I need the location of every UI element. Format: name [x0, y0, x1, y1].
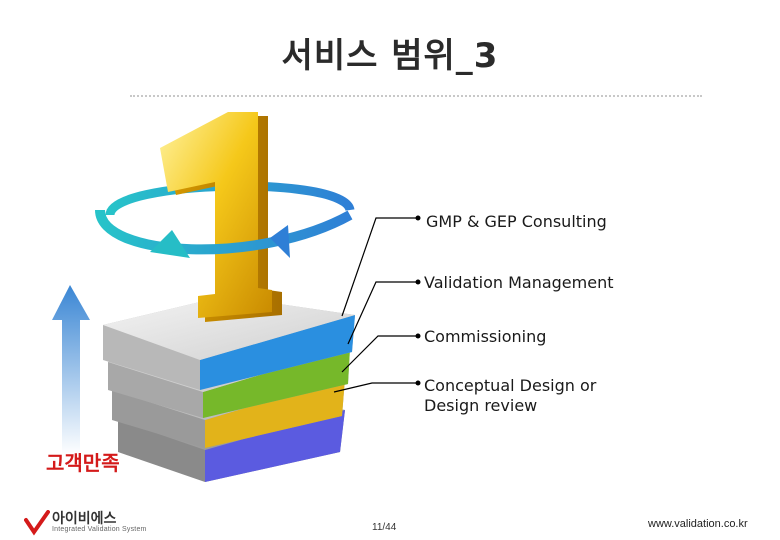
layer-label-design-line2: Design review	[424, 396, 596, 416]
layer-label-validation: Validation Management	[424, 273, 614, 293]
page-number: 11/44	[372, 522, 396, 533]
layer-label-commissioning: Commissioning	[424, 327, 546, 347]
logo-tagline: Integrated Validation System	[52, 526, 147, 533]
company-logo: 아이비에스 Integrated Validation System	[24, 508, 164, 536]
satisfaction-arrow-icon	[52, 285, 90, 455]
logo-name: 아이비에스	[52, 508, 116, 528]
website-link[interactable]: www.validation.co.kr	[648, 518, 748, 530]
checkmark-logo-icon	[24, 510, 50, 536]
layer-label-design: Conceptual Design or Design review	[424, 376, 596, 416]
layer-label-design-line1: Conceptual Design or	[424, 376, 596, 396]
layer-stack	[103, 296, 355, 482]
number-one-icon	[160, 112, 282, 322]
customer-satisfaction-label: 고객만족	[46, 447, 120, 476]
layer-label-consulting: GMP & GEP Consulting	[426, 212, 607, 232]
